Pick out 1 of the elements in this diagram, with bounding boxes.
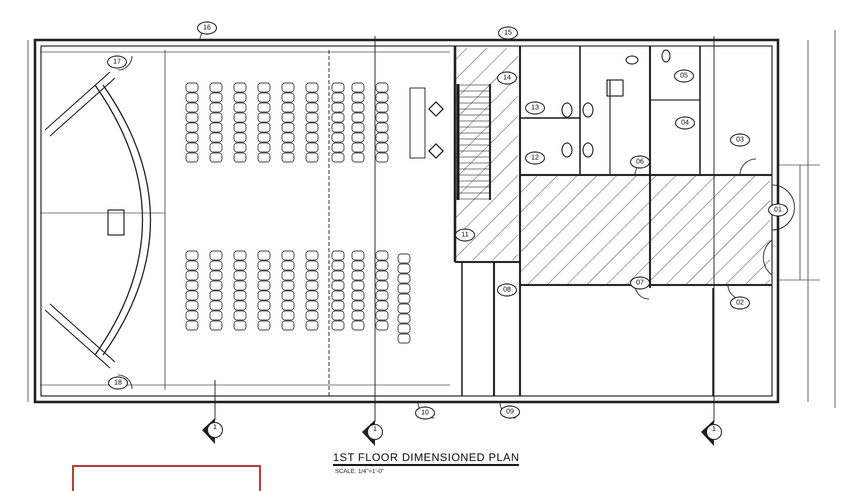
plan-title: 1ST FLOOR DIMENSIONED PLAN <box>333 452 520 466</box>
